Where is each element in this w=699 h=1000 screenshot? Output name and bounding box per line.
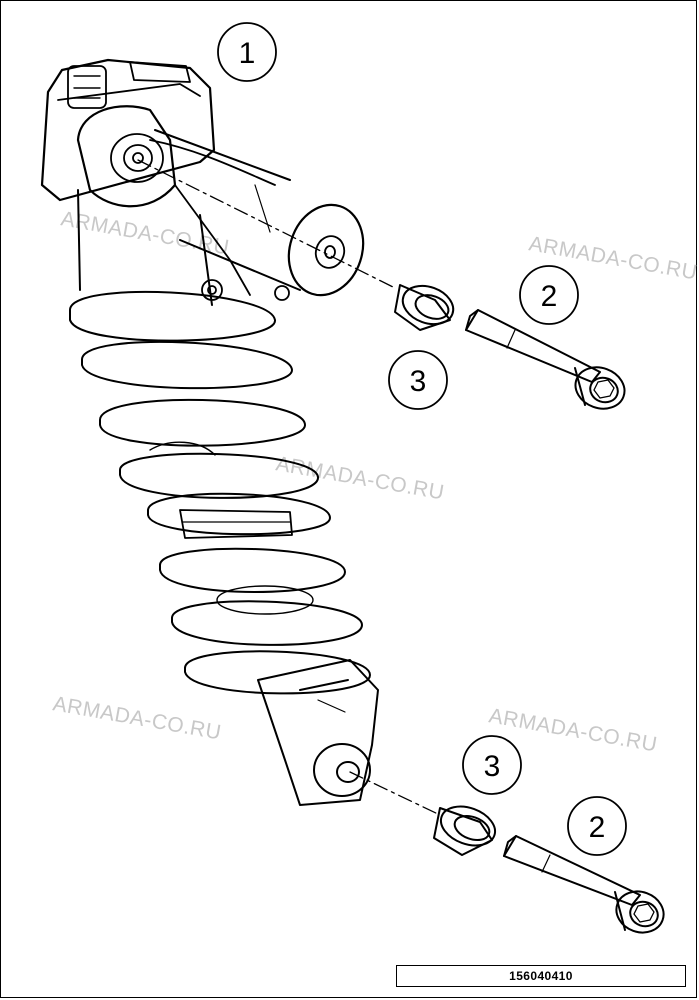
coil-spring [69, 290, 371, 695]
bolt-lower [503, 835, 665, 934]
shock-top-housing [40, 58, 216, 202]
callout-3-lower: 3 [462, 735, 522, 795]
callout-label: 1 [239, 37, 256, 70]
callout-label: 2 [541, 280, 558, 313]
bolt-upper [465, 309, 626, 410]
hex-socket-icon [633, 903, 655, 923]
connector-plug-icon [67, 65, 107, 109]
callout-2-upper: 2 [519, 265, 579, 325]
shock-body [77, 184, 290, 306]
bottom-mounting-eye [313, 743, 371, 797]
callout-2-lower: 2 [567, 796, 627, 856]
spring-preload-collar [179, 509, 293, 539]
callout-3-upper: 3 [388, 350, 448, 410]
reservoir-cylinder [149, 129, 365, 297]
bushing-upper [394, 284, 455, 331]
bushing-lower [433, 805, 497, 856]
watermark-text: ARMADA-CO.RU [274, 452, 446, 504]
callout-1: 1 [217, 22, 277, 82]
reference-number-box: 156040410 [396, 965, 686, 987]
callout-label: 3 [410, 365, 427, 398]
adjuster-knob-icon [201, 279, 223, 301]
watermark-text: ARMADA-CO.RU [527, 232, 699, 284]
reference-number: 156040410 [509, 969, 573, 983]
callout-label: 2 [589, 811, 606, 844]
lower-clevis [257, 659, 379, 806]
hex-socket-icon [593, 379, 615, 399]
watermark-group: ARMADA-CO.RU ARMADA-CO.RU ARMADA-CO.RU A… [51, 207, 699, 756]
watermark-text: ARMADA-CO.RU [51, 692, 223, 744]
top-mounting-eye [76, 105, 177, 208]
callout-label: 3 [484, 750, 501, 783]
watermark-text: ARMADA-CO.RU [487, 704, 659, 756]
assembly-axis-lines [137, 159, 441, 816]
